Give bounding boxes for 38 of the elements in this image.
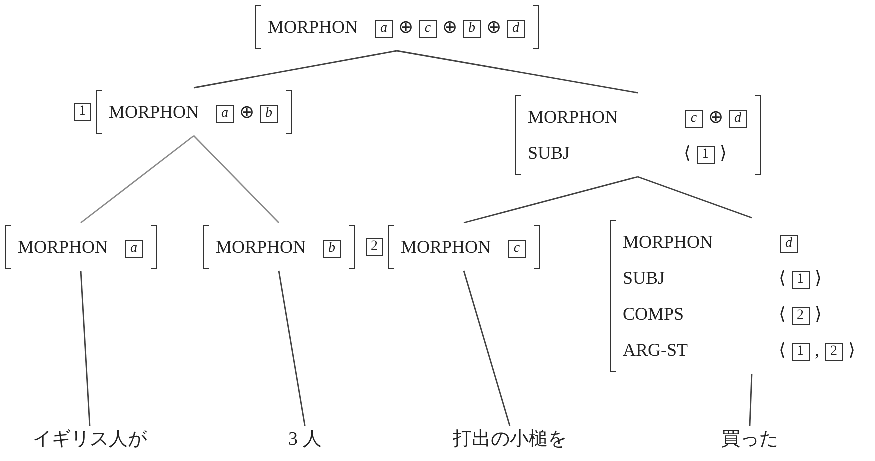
feature-name: MORPHON — [18, 236, 108, 259]
tree-branch — [194, 136, 280, 224]
tag-box: 2 — [366, 238, 383, 256]
word-label: 打出の小槌を — [453, 428, 567, 452]
tree-branch — [463, 270, 511, 426]
word-label: イギリス人が — [33, 428, 147, 452]
feature-value: a ⊕ c ⊕ b ⊕ d — [374, 9, 526, 45]
feature-value: c — [507, 229, 528, 265]
tree-branch — [638, 176, 752, 219]
tree-branch — [80, 135, 194, 224]
feature-name: MORPHON — [623, 231, 714, 254]
word-label: 買った — [722, 428, 778, 452]
tree-branch — [749, 374, 753, 426]
feature-value: ⟨ 1 , 2 ⟩ — [779, 339, 856, 363]
feature-name: MORPHON — [216, 236, 306, 259]
feature-value: ⟨ 1 ⟩ — [684, 142, 728, 166]
tree-branch — [194, 50, 398, 89]
feature-value: d — [779, 224, 875, 260]
feature-name: MORPHON — [268, 16, 358, 39]
feature-name: COMPS — [623, 303, 686, 326]
tree-branch — [80, 270, 91, 426]
feature-value: ⟨ 2 ⟩ — [779, 303, 823, 327]
feature-value: a ⊕ b — [215, 94, 280, 130]
feature-name: MORPHON — [401, 236, 492, 259]
feature-value: ⟨ 1 ⟩ — [779, 267, 823, 291]
feature-name: ARG-ST — [623, 339, 690, 362]
tag-box: 1 — [74, 103, 91, 121]
feature-value: a — [124, 229, 144, 265]
feature-name: MORPHON — [528, 106, 620, 129]
tree-branch — [278, 270, 306, 426]
feature-name: SUBJ — [528, 142, 572, 165]
feature-value: c ⊕ d — [684, 99, 748, 135]
feature-name: MORPHON — [109, 101, 200, 124]
tree-branch — [396, 50, 638, 94]
word-label: 3 人 — [288, 428, 322, 452]
feature-name: SUBJ — [623, 267, 666, 290]
tree-branch — [464, 176, 638, 224]
feature-value: b — [322, 229, 342, 265]
